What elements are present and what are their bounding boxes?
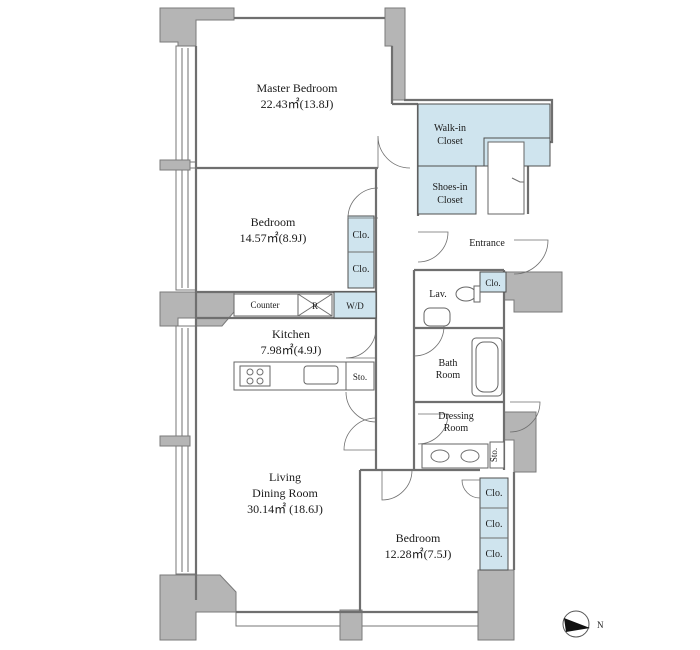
refrigerator-label: R — [312, 301, 318, 311]
north-arrow-icon — [562, 610, 590, 638]
bedroom-2-name: Bedroom — [396, 531, 441, 545]
shoes-in-closet-label-1: Shoes-in — [433, 182, 468, 193]
door-dressing — [509, 401, 541, 433]
closet-bedroom-1-a-label: Clo. — [353, 230, 370, 241]
kitchen-area: 7.98㎡(4.9J) — [261, 343, 322, 357]
shoes-in-closet-label-2: Closet — [437, 195, 463, 206]
closet-bedroom-2 — [479, 477, 509, 571]
closet-bedroom-1-b-label: Clo. — [353, 264, 370, 275]
window-bedroom-1 — [175, 167, 197, 291]
door-bedroom-1 — [347, 187, 379, 219]
door-entrance — [513, 239, 549, 275]
vanity-icon — [421, 443, 489, 469]
column-right-entrance — [503, 271, 563, 313]
column-bottom-left — [159, 574, 237, 641]
closet-entrance-label: Clo. — [485, 278, 500, 288]
column-bottom-right — [477, 569, 515, 641]
mullion-1 — [159, 159, 191, 171]
door-bedroom-2 — [381, 469, 413, 501]
storage-dressing-label: Sto. — [489, 448, 499, 462]
walk-in-closet-label-2: Closet — [437, 136, 463, 147]
window-living — [175, 325, 197, 575]
window-living-bottom — [235, 611, 341, 627]
closet-entrance — [479, 271, 507, 293]
storage-dressing — [489, 441, 505, 469]
storage-kitchen-label: Sto. — [353, 372, 367, 382]
walk-in-closet-label-1: Walk-in — [434, 123, 466, 134]
dressing-room-label-2: Room — [444, 423, 469, 434]
compass-label: N — [597, 620, 604, 630]
bedroom-2-area: 12.28㎡(7.5J) — [385, 547, 452, 561]
shoes-in-closet — [417, 165, 477, 215]
column-right-mid — [503, 411, 537, 473]
bath-room-label-1: Bath — [439, 358, 458, 369]
closet-bedroom-2-b-label: Clo. — [486, 519, 503, 530]
lavatory-label: Lav. — [429, 289, 446, 300]
mullion-bottom — [339, 609, 363, 641]
door-bath — [413, 325, 445, 357]
entrance-label: Entrance — [469, 238, 505, 249]
mullion-2 — [159, 435, 191, 447]
bedroom-1-name: Bedroom — [251, 215, 296, 229]
closet-bedroom-2-a-label: Clo. — [486, 488, 503, 499]
column-top-left — [159, 7, 235, 47]
door-kitchen — [345, 327, 377, 359]
washer-dryer-area — [333, 291, 377, 319]
door-master — [377, 135, 411, 169]
counter-label: Counter — [251, 300, 280, 310]
living-area: 30.14㎡ (18.6J) — [247, 502, 323, 516]
toilet-icon — [455, 286, 477, 302]
column-top-right — [384, 7, 406, 101]
bath-room-label-2: Room — [436, 370, 461, 381]
sink-icon — [303, 365, 339, 385]
closet-bedroom-2-c-label: Clo. — [486, 549, 503, 560]
washer-dryer-label: W/D — [346, 301, 364, 311]
living-label-1: Living — [269, 470, 301, 484]
door-living — [345, 391, 377, 423]
master-bedroom-area: 22.43㎡(13.8J) — [261, 97, 334, 111]
living-label-2: Dining Room — [252, 486, 318, 500]
window-bedroom2-bottom — [361, 611, 479, 627]
window-master — [175, 45, 197, 163]
master-bedroom-name: Master Bedroom — [257, 81, 339, 95]
dressing-room-label-1: Dressing — [438, 411, 474, 422]
kitchen-name: Kitchen — [272, 327, 310, 341]
lavatory-sink-icon — [423, 307, 451, 327]
storage-kitchen — [345, 361, 375, 391]
bedroom-1-area: 14.57㎡(8.9J) — [240, 231, 307, 245]
shoe-rack — [487, 141, 525, 215]
stove-icon — [239, 365, 271, 387]
